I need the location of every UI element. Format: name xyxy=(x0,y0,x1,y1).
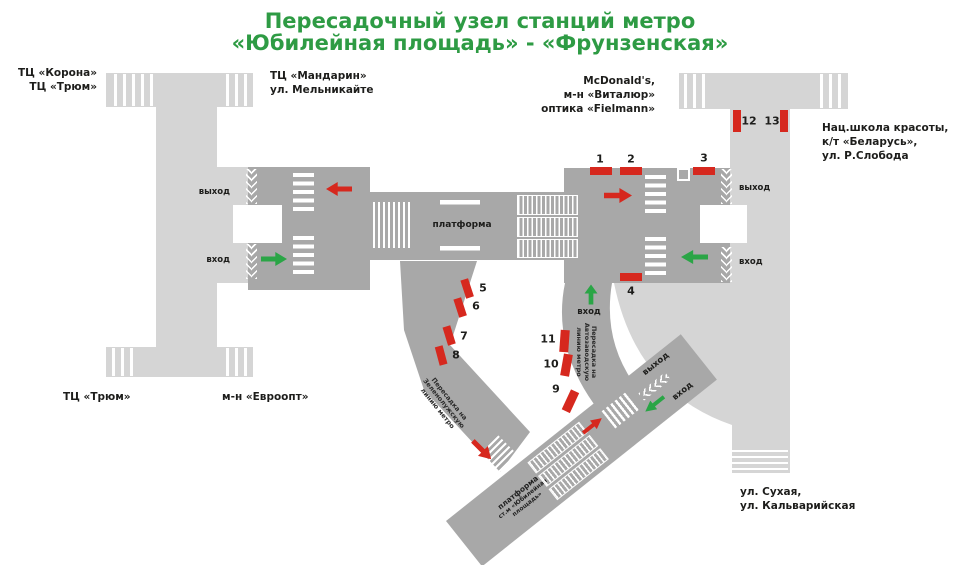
right-elevator-box xyxy=(700,205,747,243)
stairs-connector-right-2 xyxy=(517,217,578,237)
ul-r-sloboda-text: ул. Р.Слобода xyxy=(822,150,909,162)
right-entry-label: вход xyxy=(739,257,763,267)
marker-label-5: 5 xyxy=(479,281,487,295)
marker-bar-2 xyxy=(620,167,642,175)
marker-bar-1 xyxy=(590,167,612,175)
tc-korona-text: ТЦ «Корона» xyxy=(18,67,97,79)
turnstiles-left-hall-entry xyxy=(293,236,314,277)
top-right-corridor xyxy=(679,73,848,109)
zelenoluzhskaya-transfer-corridor xyxy=(400,261,530,472)
kiosk-square xyxy=(677,168,690,181)
label-mcdonalds-group: McDonald's, м-н «Виталюр» оптика «Fielma… xyxy=(541,74,655,116)
stairs-top-corridor-left xyxy=(684,74,710,108)
marker-bar-7 xyxy=(442,325,456,346)
marker-label-10: 10 xyxy=(543,357,559,371)
turnstiles-right-hall-exit xyxy=(645,175,666,213)
right-exit-label: выход xyxy=(739,183,771,193)
marker-bar-9 xyxy=(561,389,580,414)
turnstiles-right-hall-entry xyxy=(645,237,666,278)
platform-edge-bar-top xyxy=(440,200,480,205)
underpass-bottom-bar xyxy=(106,347,253,377)
marker-bar-13 xyxy=(780,110,788,132)
marker-label-2: 2 xyxy=(627,152,635,166)
nac-shkola-text: Нац.школа красоты, xyxy=(822,122,949,134)
marker-label-6: 6 xyxy=(472,299,480,313)
transfer-avto-line2: Автозаводскую xyxy=(582,322,591,382)
tc-mandarin-text: ТЦ «Мандарин» xyxy=(270,70,367,82)
label-evroopt: м-н «Евроопт» xyxy=(222,391,309,403)
underpass-stem xyxy=(156,107,217,347)
label-suhaya-group: ул. Сухая, ул. Кальварийская xyxy=(740,485,855,513)
stairs-bottom-bar-left xyxy=(112,348,138,376)
left-entrance-band xyxy=(217,167,248,283)
fielmann-text: оптика «Fielmann» xyxy=(541,103,655,115)
left-exit-label: выход xyxy=(198,187,230,197)
left-entry-label: вход xyxy=(206,255,230,265)
right-street-area xyxy=(614,109,790,473)
transfer-avto-line3: линию метро xyxy=(575,327,584,377)
marker-label-8: 8 xyxy=(452,348,460,362)
ul-kalvariyskaya-text: ул. Кальварийская xyxy=(740,500,856,512)
marker-label-4: 4 xyxy=(627,284,635,298)
marker-bar-3 xyxy=(693,167,715,175)
marker-label-9: 9 xyxy=(552,382,560,396)
marker-label-12: 12 xyxy=(741,114,757,128)
title-line-2: «Юбилейная площадь» - «Фрунзенская» xyxy=(231,31,729,55)
marker-bar-11 xyxy=(559,329,570,353)
stairs-suhaya-entrance xyxy=(732,450,788,473)
stairs-top-bar-right xyxy=(226,74,252,106)
marker-bar-8 xyxy=(434,345,448,366)
marker-bar-12 xyxy=(733,110,741,132)
marker-bar-5 xyxy=(460,278,474,299)
label-tc-trum-bottom: ТЦ «Трюм» xyxy=(63,391,131,403)
marker-label-1: 1 xyxy=(596,152,604,166)
escalator-right-hall-top xyxy=(721,169,732,204)
marker-label-7: 7 xyxy=(460,329,468,343)
connector-corridor xyxy=(370,192,564,260)
kt-belarus-text: к/т «Беларусь», xyxy=(822,136,918,148)
platform-edge-bar-bottom xyxy=(440,246,480,251)
escalator-left-hall-bottom xyxy=(246,244,257,279)
marker-label-11: 11 xyxy=(540,332,556,346)
stairs-connector-left xyxy=(373,202,413,248)
marker-bar-10 xyxy=(560,353,573,377)
stairs-top-corridor-right xyxy=(820,74,846,108)
page-title: Пересадочный узел станций метро «Юбилейн… xyxy=(0,10,960,54)
marker-bar-4 xyxy=(620,273,642,281)
stairs-top-bar-left xyxy=(114,74,155,106)
label-tc-mandarin: ТЦ «Мандарин» ул. Мельникайте xyxy=(270,69,373,97)
ul-suhaya-text: ул. Сухая, xyxy=(740,486,802,498)
avto-entry-label: вход xyxy=(577,307,601,317)
escalator-left-hall-top xyxy=(246,169,257,204)
transfer-avto-line1: Пересадка на xyxy=(590,325,599,379)
marker-label-3: 3 xyxy=(700,151,708,165)
marker-label-13: 13 xyxy=(764,114,780,128)
vitalur-text: м-н «Виталюр» xyxy=(563,89,655,101)
stairs-bottom-bar-right xyxy=(226,348,252,376)
transfer-avto-label: Пересадка на Автозаводскую линию метро xyxy=(556,322,616,382)
label-tc-korona: ТЦ «Корона» ТЦ «Трюм» xyxy=(18,66,97,94)
title-line-1: Пересадочный узел станций метро xyxy=(264,9,696,33)
left-elevator-box xyxy=(233,205,282,243)
turnstiles-platform xyxy=(601,391,641,429)
label-nac-shkola-group: Нац.школа красоты, к/т «Беларусь», ул. Р… xyxy=(822,121,948,163)
mcdonalds-text: McDonald's, xyxy=(583,75,655,87)
ul-melnikaite-text: ул. Мельникайте xyxy=(270,84,374,96)
marker-bar-6 xyxy=(453,297,467,318)
tc-trum-top-text: ТЦ «Трюм» xyxy=(29,81,97,93)
stairs-connector-right-1 xyxy=(517,195,578,215)
platforma-label: платформа xyxy=(432,220,492,230)
escalator-right-hall-bottom xyxy=(721,247,732,282)
stairs-connector-right-3 xyxy=(517,239,578,258)
turnstiles-left-hall-exit xyxy=(293,173,314,211)
